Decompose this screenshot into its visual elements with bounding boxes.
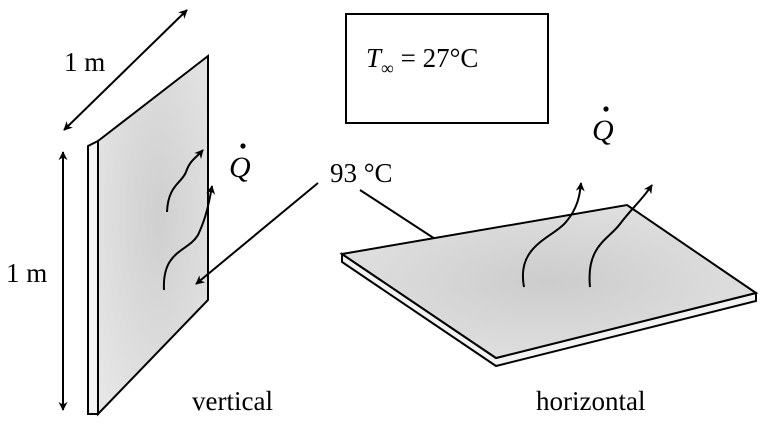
heat-flow-arrow bbox=[162, 185, 216, 291]
heat-flow-arrow bbox=[588, 184, 653, 288]
vertical-plate-edge bbox=[87, 139, 99, 415]
vertical-plate bbox=[87, 53, 209, 417]
heat-rate-horizontal-label: Q bbox=[592, 114, 614, 147]
heat-rate-dot bbox=[603, 106, 609, 112]
ambient-temperature-label: T∞ = 27°C bbox=[366, 43, 478, 78]
ambient-symbol: T bbox=[366, 43, 383, 73]
ambient-temperature-box: T∞ = 27°C bbox=[345, 13, 549, 124]
horizontal-heat-flow bbox=[521, 182, 653, 288]
horizontal-plate-face bbox=[339, 203, 759, 360]
width-dimension-arrow bbox=[63, 9, 188, 131]
heat-rate-dot bbox=[240, 143, 246, 149]
ambient-box-border bbox=[345, 13, 549, 124]
ambient-value: = 27°C bbox=[394, 43, 479, 73]
horizontal-caption: horizontal bbox=[536, 386, 645, 416]
heat-flow-arrow bbox=[166, 149, 204, 213]
horizontal-plate bbox=[339, 203, 759, 368]
heat-flow-arrow bbox=[521, 182, 585, 288]
height-label: 1 m bbox=[6, 258, 47, 288]
temperature-pointer-vertical bbox=[195, 182, 319, 285]
vertical-caption: vertical bbox=[192, 386, 273, 416]
width-label: 1 m bbox=[64, 47, 105, 77]
heat-rate-vertical: Q bbox=[229, 143, 251, 184]
ambient-subscript: ∞ bbox=[381, 58, 394, 78]
heat-rate-vertical-label: Q bbox=[229, 151, 251, 184]
vertical-heat-flow bbox=[162, 149, 216, 291]
plate-temperature-label: 93 °C bbox=[330, 158, 393, 188]
vertical-plate-face bbox=[97, 53, 209, 417]
heat-rate-horizontal: Q bbox=[592, 106, 614, 147]
